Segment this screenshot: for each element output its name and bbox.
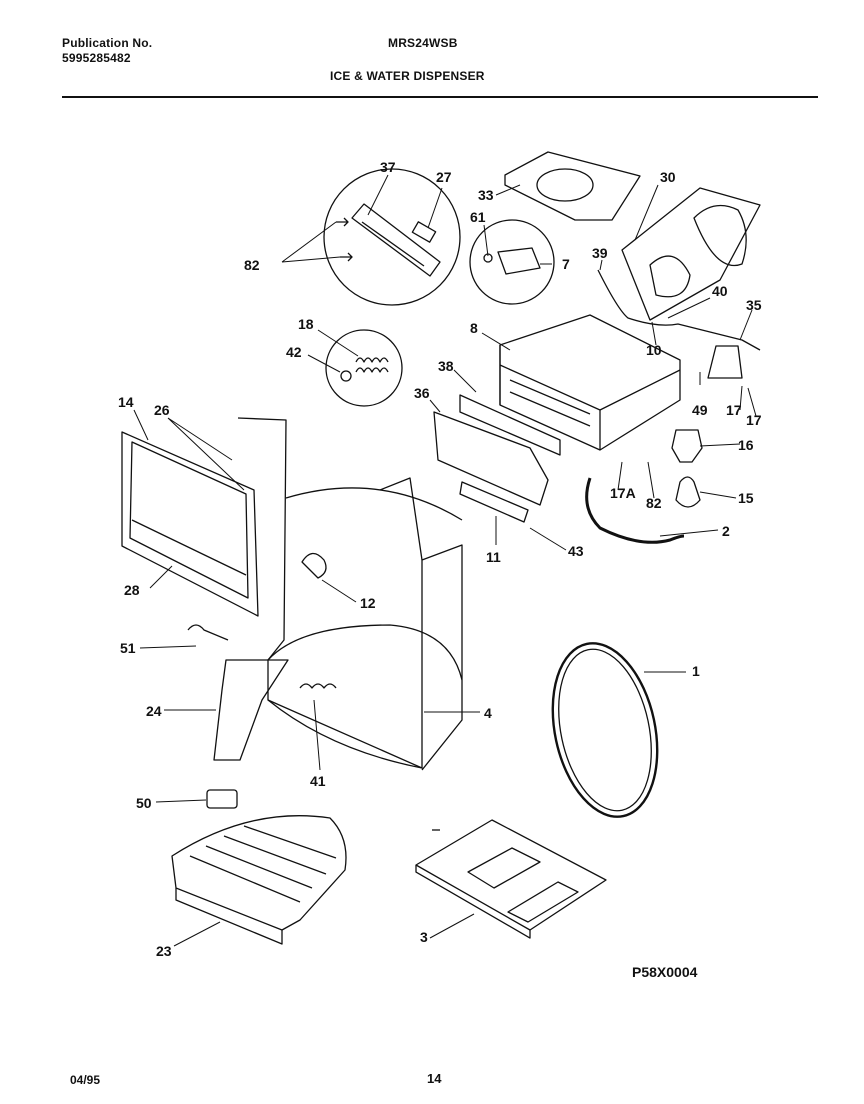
- page-number: 14: [427, 1071, 442, 1086]
- callout-49: 49: [692, 402, 708, 418]
- callout-51: 51: [120, 640, 136, 656]
- section-title: ICE & WATER DISPENSER: [330, 69, 485, 83]
- dispenser-housing: [499, 314, 681, 451]
- heater-plate: [415, 819, 607, 939]
- callout-4: 4: [484, 705, 492, 721]
- callout-33: 33: [478, 187, 494, 203]
- callout-12: 12: [360, 595, 376, 611]
- detail-circle-clip: [469, 219, 555, 305]
- callout-30: 30: [660, 169, 676, 185]
- detail-circle-bracket: [323, 168, 461, 306]
- callout-27: 27: [436, 169, 452, 185]
- callout-24: 24: [146, 703, 162, 719]
- callout-18: 18: [298, 316, 314, 332]
- callout-2: 2: [722, 523, 730, 539]
- callout-17-a: 17: [726, 402, 742, 418]
- callout-16: 16: [738, 437, 754, 453]
- detail-circle-spring: [325, 329, 403, 407]
- callout-28: 28: [124, 582, 140, 598]
- front-panel: [121, 431, 259, 617]
- gasket: [551, 642, 659, 818]
- drip-tray: [171, 815, 347, 945]
- callout-3: 3: [420, 929, 428, 945]
- cover-plate: [504, 151, 641, 221]
- callout-7: 7: [562, 256, 570, 272]
- callout-40: 40: [712, 283, 728, 299]
- callout-36: 36: [414, 385, 430, 401]
- callout-10: 10: [646, 342, 662, 358]
- footer-date: 04/95: [70, 1073, 101, 1087]
- callout-50: 50: [136, 795, 152, 811]
- header-rule: [62, 96, 818, 98]
- publication-number: 5995285482: [62, 51, 131, 65]
- callout-17A: 17A: [610, 485, 636, 501]
- callout-23: 23: [156, 943, 172, 959]
- callout-37: 37: [380, 159, 396, 175]
- callout-14: 14: [118, 394, 134, 410]
- callout-8: 8: [470, 320, 478, 336]
- callout-26: 26: [154, 402, 170, 418]
- publication-label: Publication No.: [62, 36, 153, 50]
- model-number: MRS24WSB: [388, 36, 458, 50]
- callout-82-bottom: 82: [646, 495, 662, 511]
- callout-38: 38: [438, 358, 454, 374]
- diagram-code: P58X0004: [632, 964, 698, 980]
- callout-39: 39: [592, 245, 608, 261]
- dispenser-cavity: [237, 417, 463, 771]
- callout-61: 61: [470, 209, 486, 225]
- chute-door: [621, 187, 761, 321]
- callout-17-b: 17: [746, 412, 762, 428]
- callout-1: 1: [692, 663, 700, 679]
- callout-11: 11: [486, 549, 501, 565]
- callout-35: 35: [746, 297, 762, 313]
- callout-42: 42: [286, 344, 302, 360]
- callout-82-top: 82: [244, 257, 260, 273]
- callout-43: 43: [568, 543, 584, 559]
- callout-15: 15: [738, 490, 754, 506]
- heater-wire: [585, 477, 685, 544]
- callout-41: 41: [310, 773, 326, 789]
